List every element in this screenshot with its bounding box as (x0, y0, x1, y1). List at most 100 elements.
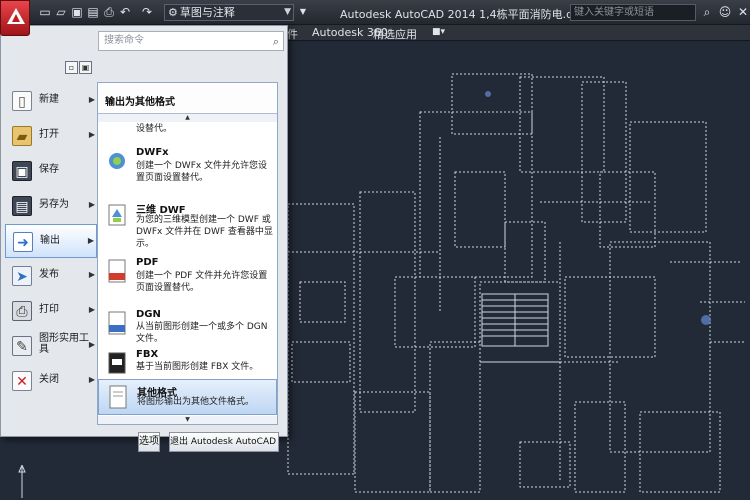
submenu-item-description: 将图形输出为其他文件格式。 (137, 397, 255, 407)
undo-icon[interactable]: ↶ (119, 5, 131, 19)
chevron-right-icon: ▶ (87, 236, 94, 245)
submenu-header: 输出为其他格式 (98, 83, 277, 114)
autocad-logo-icon (7, 8, 25, 24)
plan-fixture (485, 91, 491, 97)
export-pdf[interactable]: PDF 创建一个 PDF 文件并允许您设置页面设置替代。 (98, 251, 277, 303)
user-icon[interactable]: ☺ (718, 5, 732, 19)
menu-item-print[interactable]: ⎙ 打印 ▶ (5, 294, 97, 328)
plan-wall (574, 401, 626, 493)
pdf-icon (108, 259, 126, 283)
plan-wall (599, 171, 656, 248)
partial-description: 设替代。 (136, 124, 173, 134)
help-search-input[interactable]: 键入关键字或短语 (570, 4, 696, 21)
menu-item-close[interactable]: ✕ 关闭 ▶ (5, 364, 97, 398)
chevron-right-icon: ▶ (88, 130, 95, 139)
submenu-item-title: PDF (136, 257, 159, 268)
gear-icon: ⚙ (168, 6, 178, 19)
menu-item-open[interactable]: ▰ 打开 ▶ (5, 119, 97, 153)
3d-dwf-icon (108, 204, 126, 226)
chevron-right-icon: ▶ (88, 375, 95, 384)
menu-item-label: 打印 (39, 304, 59, 315)
plan-wall (581, 81, 627, 223)
submenu-item-description: 基于当前图形创建 FBX 文件。 (136, 362, 259, 372)
submenu-item-title: DGN (136, 309, 161, 320)
stair (481, 293, 549, 347)
new-icon[interactable]: ▭ (39, 5, 51, 19)
chevron-right-icon: ▶ (88, 305, 95, 314)
save-icon[interactable]: ▣ (71, 5, 83, 19)
plan-wall (394, 276, 476, 348)
utilities-icon: ✎ (12, 336, 32, 356)
submenu-item-description: 创建一个 PDF 文件并允许您设置页面设置替代。 (136, 271, 268, 293)
workspace-label: 草图与注释 (179, 6, 235, 19)
plan-wall (629, 121, 707, 233)
export-submenu: 输出为其他格式 ▲ 设替代。 DWFx 创建一个 DWFx 文件并允许您设置页面… (97, 82, 278, 425)
submenu-item-title: 三维 DWF (136, 205, 186, 216)
export-dgn[interactable]: DGN 从当前图形创建一个或多个 DGN 文件。 (98, 305, 277, 345)
menu-item-label: 保存 (39, 164, 59, 175)
search-icon[interactable]: ⌕ (703, 5, 711, 19)
save-icon: ▣ (12, 161, 32, 181)
menu-item-publish[interactable]: ➤ 发布 ▶ (5, 259, 97, 293)
export-other-formats[interactable]: 其他格式 将图形输出为其他文件格式。 (98, 379, 277, 415)
submenu-item-title: 其他格式 (137, 388, 177, 399)
plan-wall (429, 341, 481, 493)
ucs-axis-icon (6, 463, 46, 500)
exchange-icon[interactable]: ✕ (737, 5, 749, 19)
plan-wall (291, 341, 351, 383)
redo-icon[interactable]: ↷ (141, 5, 153, 19)
menu-item-label: 输出 (40, 235, 60, 246)
export-3d-dwf[interactable]: 三维 DWF 为您的三维模型创建一个 DWF 或 DWFx 文件并在 DWF 查… (98, 195, 277, 249)
open-folder-icon: ▰ (12, 126, 32, 146)
menu-command-list: ▯ 新建 ▶ ▰ 打开 ▶ ▣ 保存 ▤ 另存为 ▶ ➜ 输出 ▶ ➤ 发布 ▶ (5, 82, 97, 427)
export-icon: ➜ (13, 232, 33, 252)
menu-item-label: 新建 (39, 94, 59, 105)
menu-item-label: 打开 (39, 129, 59, 140)
tab-featured-apps[interactable]: 精选应用 (373, 28, 417, 41)
print-icon: ⎙ (12, 301, 32, 321)
export-dwfx[interactable]: DWFx 创建一个 DWFx 文件并允许您设置页面设置替代。 (98, 141, 277, 193)
export-fbx[interactable]: FBX 基于当前图形创建 FBX 文件。 (98, 345, 277, 381)
submenu-item-description: 为您的三维模型创建一个 DWF 或 DWFx 文件并在 DWF 查看器中显示。 (136, 215, 273, 249)
close-icon: ✕ (12, 371, 32, 391)
command-search-input[interactable]: 搜索命令 ⌕ (98, 31, 284, 51)
menu-item-save[interactable]: ▣ 保存 (5, 154, 97, 188)
print-icon[interactable]: ⎙ (104, 5, 114, 19)
menu-item-export[interactable]: ➜ 输出 ▶ (5, 224, 97, 258)
menu-item-drawing-utilities[interactable]: ✎ 图形实用工具 ▶ (5, 329, 97, 363)
open-icon[interactable]: ▱ (56, 5, 66, 19)
plan-wall (519, 76, 605, 173)
scroll-up-arrow[interactable]: ▲ (98, 114, 277, 122)
dgn-icon (108, 311, 126, 335)
recent-documents-icon[interactable]: ▣ (79, 61, 92, 74)
chevron-right-icon: ▶ (88, 340, 95, 349)
workspace-dropdown[interactable]: ⚙草图与注释 ▼ (164, 4, 294, 21)
plan-wall (519, 441, 571, 488)
application-menu-button[interactable] (0, 0, 30, 36)
search-icon: ⌕ (272, 35, 279, 48)
options-button[interactable]: 选项 (138, 432, 160, 452)
exit-autocad-button[interactable]: 退出 Autodesk AutoCAD 2014 (169, 432, 279, 452)
submenu-title: 输出为其他格式 (105, 97, 175, 108)
open-documents-icon[interactable]: ▫ (65, 61, 78, 74)
menu-item-label: 发布 (39, 269, 59, 280)
menu-item-new[interactable]: ▯ 新建 ▶ (5, 84, 97, 118)
plan-wall (454, 171, 506, 248)
other-format-icon (109, 385, 127, 409)
plan-wall (504, 221, 546, 283)
video-icon[interactable]: ■▾ (432, 27, 446, 37)
tab-plugins[interactable]: 件 (287, 28, 298, 41)
scroll-down-arrow[interactable]: ▼ (98, 416, 277, 424)
tab-autodesk-360[interactable]: Autodesk 360 (312, 26, 388, 39)
application-menu: 搜索命令 ⌕ ▫▣ ▯ 新建 ▶ ▰ 打开 ▶ ▣ 保存 ▤ 另存为 ▶ ➜ 输… (0, 25, 288, 452)
save-as-icon: ▤ (12, 196, 32, 216)
save-as-icon[interactable]: ▤ (87, 5, 99, 19)
submenu-item-title: FBX (136, 349, 159, 360)
dwfx-icon (109, 153, 125, 169)
menu-item-save-as[interactable]: ▤ 另存为 ▶ (5, 189, 97, 223)
floor-plan-drawing (287, 73, 745, 493)
chevron-down-icon[interactable]: ▼ (299, 7, 307, 16)
submenu-item-description: 创建一个 DWFx 文件并允许您设置页面设置替代。 (136, 161, 268, 183)
plan-wall (609, 241, 711, 453)
chevron-right-icon: ▶ (88, 200, 95, 209)
